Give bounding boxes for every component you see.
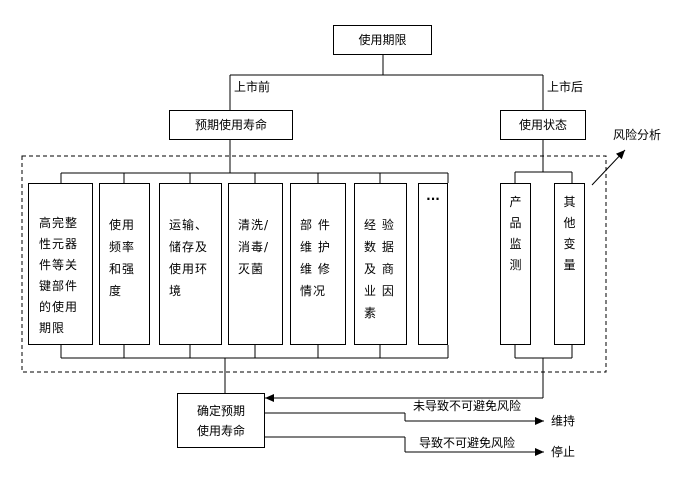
period-label: 使用期限 <box>358 32 407 47</box>
product-monitoring-label: 产 品 监 测 <box>509 195 522 272</box>
risk-analysis-region <box>21 155 607 373</box>
other-variables-box: 其 他 变 量 <box>554 183 585 345</box>
factor-frequency-box: 使用 频率 和强 度 <box>99 183 150 345</box>
post-market-label: 上市后 <box>547 80 584 94</box>
factor-frequency-label: 使用 频率 和强 度 <box>109 218 136 298</box>
factor-maintenance-label: 部 件 维 护 维 修 情况 <box>300 218 331 298</box>
use-state-label: 使用状态 <box>518 117 567 132</box>
factor-more-box: ··· <box>418 183 448 345</box>
other-variables-label: 其 他 变 量 <box>563 195 576 272</box>
factor-experience-box: 经 验 数 据 及 商 业 因 素 <box>354 183 407 345</box>
factor-cleaning-box: 清洗/ 消毒/ 灭菌 <box>228 183 283 345</box>
factor-cleaning-label: 清洗/ 消毒/ 灭菌 <box>238 218 270 276</box>
maintain-label: 维持 <box>551 414 576 428</box>
factor-transport-box: 运输、 储存及 使用环 境 <box>159 183 222 345</box>
factor-transport-label: 运输、 储存及 使用环 境 <box>169 218 209 298</box>
factor-maintenance-box: 部 件 维 护 维 修 情况 <box>290 183 346 345</box>
factor-key-parts-box: 高完整 性元器 件等关 键部件 的使用 期限 <box>28 183 93 345</box>
risk-analysis-label: 风险分析 <box>613 128 662 142</box>
product-monitoring-box: 产 品 监 测 <box>500 183 531 345</box>
period-box: 使用期限 <box>333 25 432 55</box>
factor-more-label: ··· <box>426 192 440 206</box>
risk-label: 导致不可避免风险 <box>419 436 516 450</box>
factor-key-parts-label: 高完整 性元器 件等关 键部件 的使用 期限 <box>39 216 79 335</box>
use-state-box: 使用状态 <box>500 110 586 140</box>
expected-life-label: 预期使用寿命 <box>194 117 267 132</box>
determine-life-box: 确定预期 使用寿命 <box>177 393 265 448</box>
pre-market-label: 上市前 <box>234 80 271 94</box>
expected-life-box: 预期使用寿命 <box>169 110 293 140</box>
factor-experience-label: 经 验 数 据 及 商 业 因 素 <box>364 218 395 320</box>
stop-label: 停止 <box>551 445 576 459</box>
no-risk-label: 未导致不可避免风险 <box>413 399 522 413</box>
determine-life-label: 确定预期 使用寿命 <box>196 403 245 438</box>
